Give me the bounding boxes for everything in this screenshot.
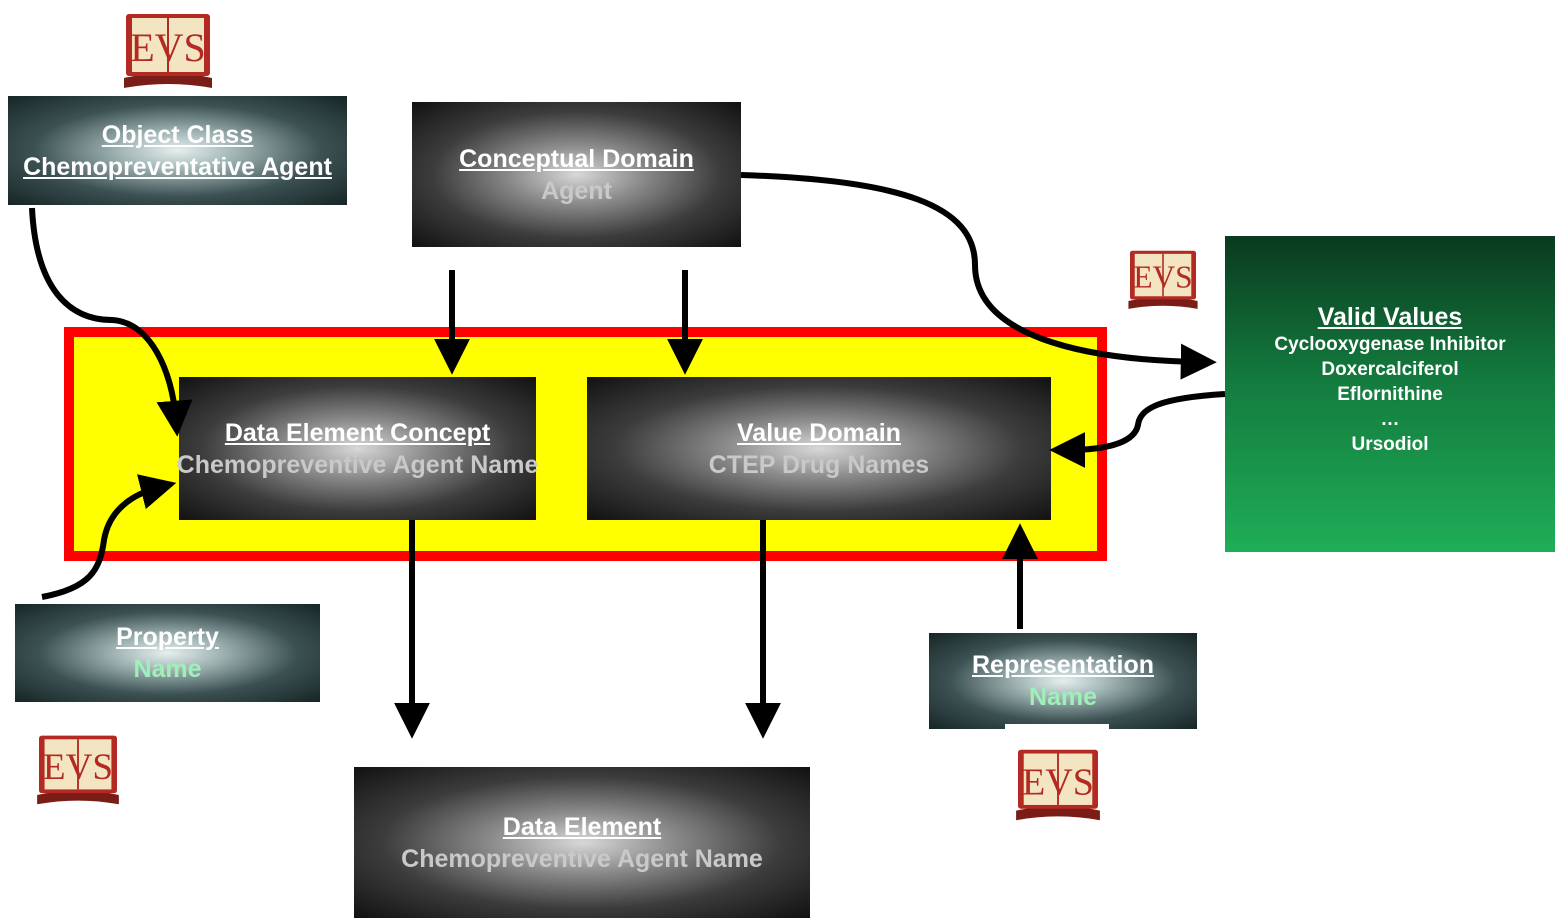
valid-values-to-vd-arrow xyxy=(1049,391,1226,468)
valid-value-item: Doxercalciferol xyxy=(1321,358,1459,380)
valid-values-title: Valid Values xyxy=(1317,302,1463,331)
value-domain-title: Value Domain xyxy=(737,418,901,447)
evs-book-icon[interactable]: EVS xyxy=(32,730,124,808)
data-element-concept-title: Data Element Concept xyxy=(224,418,491,447)
property-subtitle: Name xyxy=(133,655,202,683)
representation-notch xyxy=(1005,724,1109,730)
object-class-title: Object Class xyxy=(101,120,254,149)
data-element-concept-subtitle: Chemopreventive Agent Name xyxy=(176,450,539,479)
evs-logo-text: EVS xyxy=(1133,260,1192,295)
data-element-box[interactable]: Data Element Chemopreventive Agent Name xyxy=(354,767,810,918)
conceptual-domain-box[interactable]: Conceptual Domain Agent xyxy=(412,102,741,247)
property-title: Property xyxy=(116,623,219,651)
valid-value-item: Eflornithine xyxy=(1337,383,1443,405)
data-element-title: Data Element xyxy=(502,812,662,841)
valid-value-item: Ursodiol xyxy=(1351,433,1429,455)
conceptual-domain-subtitle: Agent xyxy=(541,176,612,205)
evs-logo-text: EVS xyxy=(130,25,206,70)
representation-subtitle: Name xyxy=(1028,683,1098,711)
property-to-dec-arrow xyxy=(41,474,177,600)
conceptual-domain-title: Conceptual Domain xyxy=(459,144,694,173)
object-class-box[interactable]: Object Class Chemopreventative Agent xyxy=(8,96,347,205)
evs-logo-text: EVS xyxy=(43,747,113,788)
object-class-to-dec-arrow xyxy=(29,207,193,437)
valid-value-item: … xyxy=(1380,408,1400,430)
value-domain-subtitle: CTEP Drug Names xyxy=(708,450,930,479)
cd-to-valid-values-arrow xyxy=(740,172,1217,380)
valid-value-item: Cyclooxygenase Inhibitor xyxy=(1274,333,1506,355)
evs-book-icon[interactable]: EVS xyxy=(120,8,216,92)
evs-book-icon[interactable]: EVS xyxy=(1009,744,1107,824)
data-element-concept-box[interactable]: Data Element Concept Chemopreventive Age… xyxy=(176,377,539,520)
representation-box[interactable]: Representation Name xyxy=(929,633,1197,729)
property-box[interactable]: Property Name xyxy=(15,604,320,702)
representation-title: Representation xyxy=(972,651,1154,679)
data-element-subtitle: Chemopreventive Agent Name xyxy=(401,844,763,873)
value-domain-box[interactable]: Value Domain CTEP Drug Names xyxy=(587,377,1051,520)
valid-values-box[interactable]: Valid Values Cyclooxygenase Inhibitor Do… xyxy=(1225,236,1555,552)
object-class-subtitle: Chemopreventative Agent xyxy=(23,152,332,181)
evs-book-icon[interactable]: EVS xyxy=(1120,246,1206,312)
evs-logo-text: EVS xyxy=(1022,761,1094,803)
